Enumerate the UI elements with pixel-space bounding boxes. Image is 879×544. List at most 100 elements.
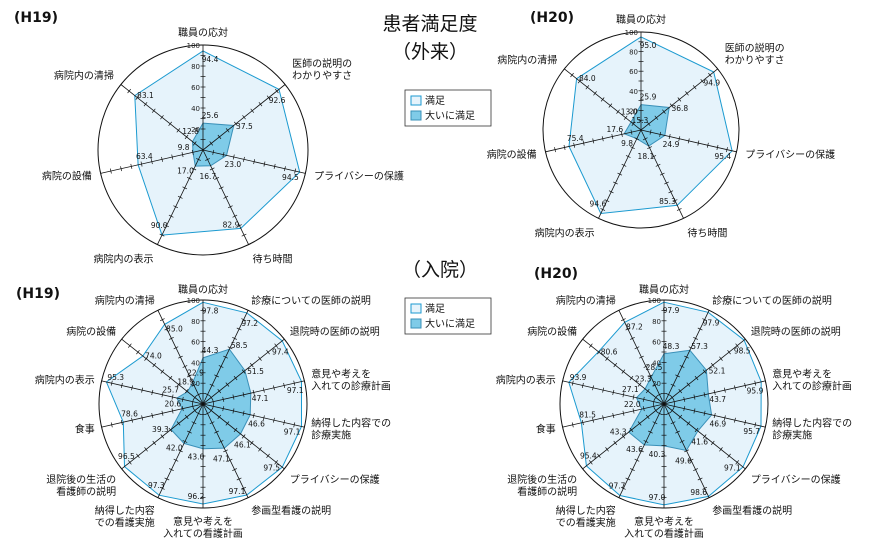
category-label-line: 入れての診療計画 xyxy=(311,379,391,392)
radar-scale-label: 40 xyxy=(652,359,661,367)
radar-tick-mark xyxy=(266,349,270,355)
category-label-line: 診療実施 xyxy=(772,429,812,442)
radar-tick-mark xyxy=(702,318,708,322)
radar-tick-mark xyxy=(589,343,593,348)
radar-tick-mark xyxy=(577,78,582,84)
radar-tick-mark xyxy=(252,413,255,419)
radar-tick-mark xyxy=(178,449,183,453)
radar-tick-mark xyxy=(250,108,255,113)
category-label-line: 退院時の医師の説明 xyxy=(751,325,841,338)
category-label-line: 看護師の説明 xyxy=(56,485,116,498)
radar-tick-mark xyxy=(241,369,246,374)
radar-tick-mark xyxy=(222,152,225,158)
radar-tick-mark xyxy=(155,308,161,312)
value-label-very-satisfied: 28.5 xyxy=(646,363,663,372)
radar-tick-mark xyxy=(706,308,712,312)
category-label: 病院内の清掃 xyxy=(497,53,557,66)
radar-tick-mark xyxy=(181,152,184,158)
radar-tick-mark xyxy=(764,378,767,384)
radar-tick-mark xyxy=(191,149,194,155)
radar-tick-mark xyxy=(233,375,238,381)
radar-tick-mark xyxy=(719,447,723,452)
value-label-very-satisfied: 52.1 xyxy=(709,367,726,376)
radar-tick-mark xyxy=(214,374,219,378)
value-label-satisfied: 97.3 xyxy=(148,481,165,490)
radar-tick-mark xyxy=(681,216,686,220)
radar-tick-mark xyxy=(184,414,189,420)
radar-tick-mark xyxy=(642,406,645,412)
radar-tick-mark xyxy=(209,167,215,171)
radar-tick-mark xyxy=(273,417,275,423)
radar-tick-mark xyxy=(246,243,251,247)
radar-scale-label: 80 xyxy=(629,49,638,57)
category-label-line: 病院内の清掃 xyxy=(95,294,155,307)
radar-tick-mark xyxy=(232,154,235,160)
radar-tick-mark xyxy=(209,383,215,387)
category-label: 退院時の医師の説明 xyxy=(290,325,380,338)
radar-tick-mark xyxy=(642,396,645,402)
radar-tick-mark xyxy=(744,420,747,426)
radar-tick-mark xyxy=(196,158,201,161)
radar-tick-mark xyxy=(150,159,153,165)
value-label-very-satisfied: 17.6 xyxy=(606,125,623,134)
radar-tick-mark xyxy=(242,115,246,120)
radar-chart-inpatient_h19: (H19)2040608010097.897.297.497.197.197.5… xyxy=(16,283,391,540)
radar-tick-mark xyxy=(634,458,640,462)
radar-tick-mark xyxy=(678,388,683,394)
radar-tick-mark xyxy=(184,134,189,140)
radar-tick-mark xyxy=(227,346,233,350)
radar-tick-mark xyxy=(643,440,649,443)
radar-tick-mark xyxy=(672,199,678,203)
radar-tick-mark xyxy=(666,411,671,415)
radar-tick-mark xyxy=(303,378,306,384)
radar-tick-mark xyxy=(625,327,631,331)
radar-tick-mark xyxy=(274,343,278,348)
value-label-satisfied: 97.9 xyxy=(663,306,680,315)
radar-tick-mark xyxy=(616,109,620,114)
radar-tick-mark xyxy=(679,440,685,443)
radar-tick-mark xyxy=(263,161,266,167)
radar-scale-label: 20 xyxy=(191,380,200,388)
category-label: 意見や考えを入れての診療計画 xyxy=(311,367,391,392)
category-label: 病院の設備 xyxy=(487,148,537,161)
value-label-satisfied: 85.3 xyxy=(659,197,676,206)
value-label-satisfied: 97.5 xyxy=(263,464,280,473)
radar-tick-mark xyxy=(723,415,726,421)
value-label-very-satisfied: 25.9 xyxy=(640,93,657,102)
category-label-line: 納得した内容 xyxy=(95,504,155,517)
radar-tick-mark xyxy=(602,415,605,421)
radar-tick-mark xyxy=(734,385,736,391)
radar-tick-mark xyxy=(304,170,307,176)
radar-tick-mark xyxy=(592,385,594,391)
category-label-line: 病院の設備 xyxy=(487,148,537,161)
radar-tick-mark xyxy=(223,449,228,453)
radar-tick-mark xyxy=(625,155,631,158)
value-label-very-satisfied: 43.3 xyxy=(610,428,627,437)
category-label-line: 退院後の生活の xyxy=(46,473,116,486)
value-label-satisfied: 84.0 xyxy=(579,74,596,83)
category-label: 意見や考えを入れての看護計画 xyxy=(624,515,704,540)
legend-swatch-satisfied xyxy=(410,303,422,314)
category-label-line: プライバシーの保護 xyxy=(290,473,380,486)
radar-tick-mark xyxy=(645,414,650,420)
radar-tick-mark xyxy=(182,186,188,190)
radar-tick-mark xyxy=(152,362,157,368)
category-label: 納得した内容での診療実施 xyxy=(311,417,391,442)
radar-tick-mark xyxy=(181,396,184,402)
radar-tick-mark xyxy=(571,422,574,428)
chart-title: (H19) xyxy=(16,286,60,302)
radar-tick-mark xyxy=(605,356,609,361)
value-label-satisfied: 97.7 xyxy=(609,481,626,490)
category-label: 病院内の清掃 xyxy=(95,294,155,307)
radar-tick-mark xyxy=(573,142,576,148)
value-label-very-satisfied: 23.3 xyxy=(635,374,652,383)
radar-tick-mark xyxy=(639,355,644,359)
radar-tick-mark xyxy=(713,389,716,395)
radar-tick-mark xyxy=(232,408,235,414)
category-label-line: 退院後の生活の xyxy=(507,473,577,486)
value-label-very-satisfied: 40.3 xyxy=(649,450,666,459)
value-label-satisfied: 96.5 xyxy=(118,452,135,461)
radar-tick-mark xyxy=(275,88,279,94)
category-label-line: 参画型看護の説明 xyxy=(712,504,792,517)
radar-tick-mark xyxy=(196,411,201,415)
